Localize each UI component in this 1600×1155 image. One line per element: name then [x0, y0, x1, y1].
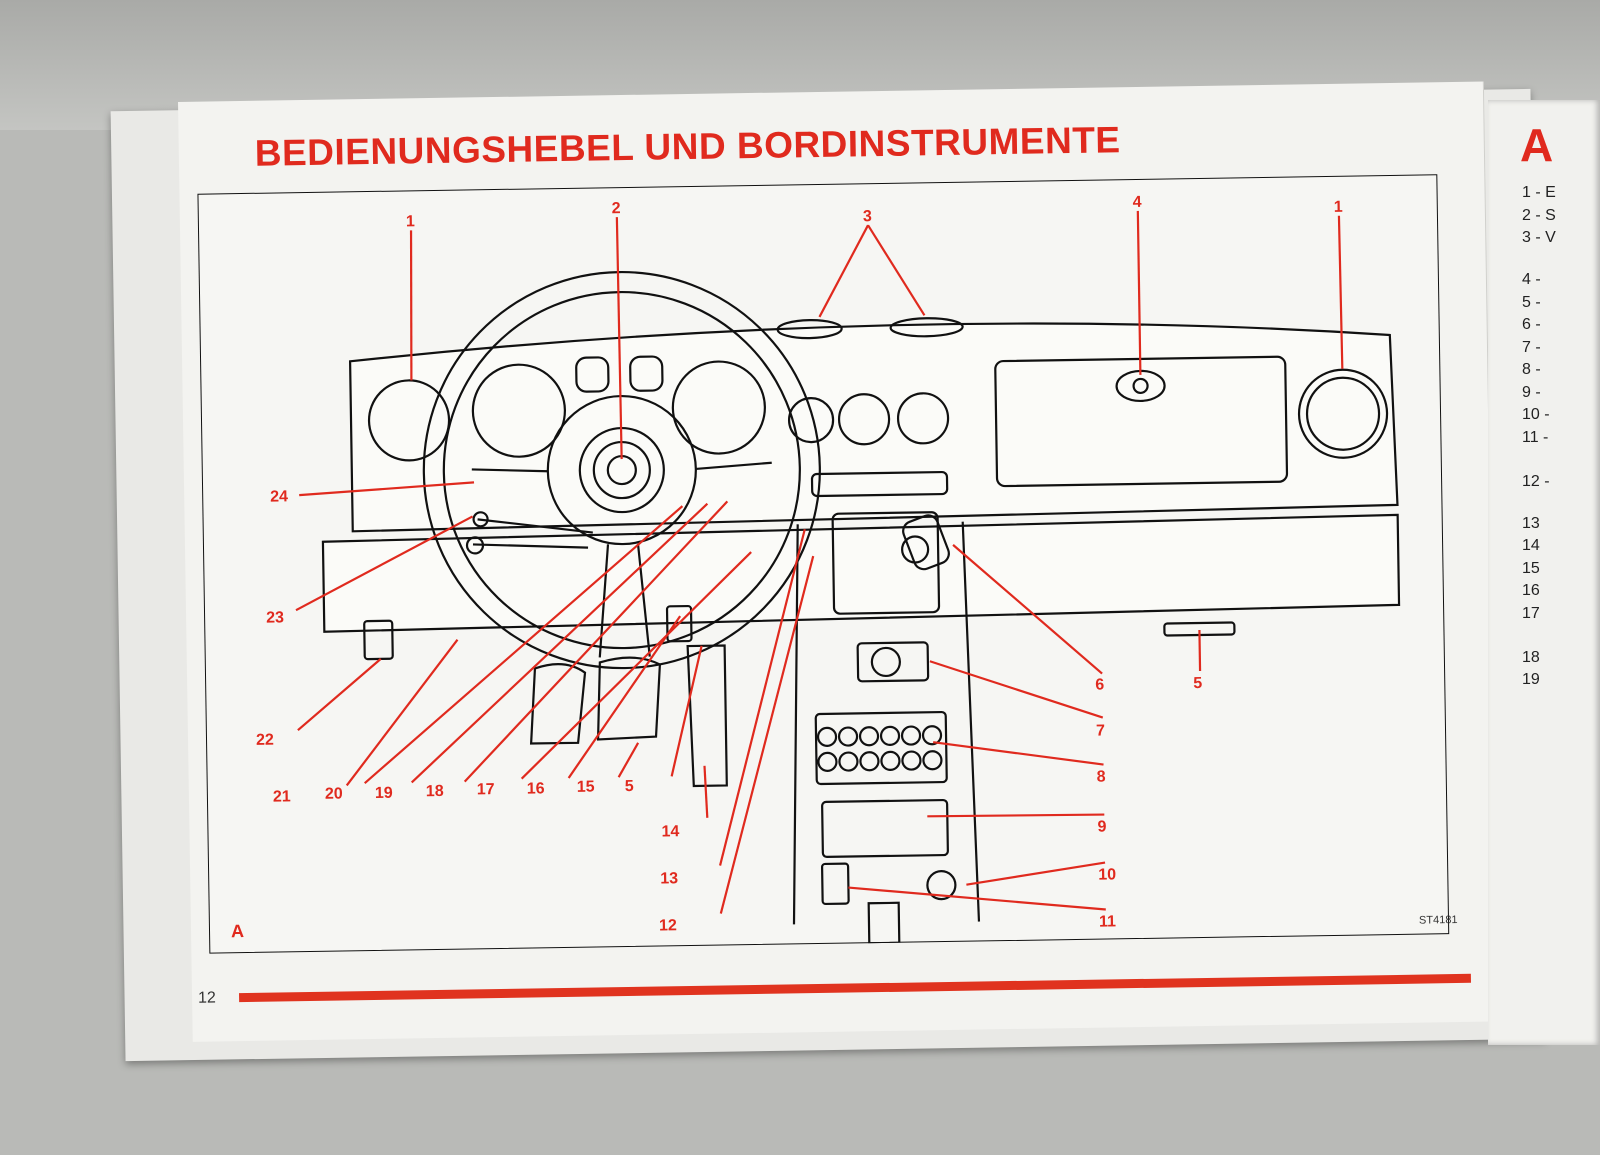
legend-row: 8 - — [1522, 361, 1541, 378]
right-page-legend: 1 - E 2 - S 3 - V 4 - 5 - 6 - 7 - 8 - 9 … — [1522, 184, 1556, 694]
legend-row: 18 — [1522, 648, 1540, 666]
legend-row: 5 - — [1522, 293, 1541, 311]
callout-20: 20 — [325, 785, 343, 802]
legend-row: 9 - — [1522, 383, 1541, 401]
legend-row: 3 - V — [1522, 229, 1556, 246]
callout-1-right: 1 — [1334, 199, 1343, 216]
legend-row: 13 — [1522, 514, 1540, 532]
leader-lines — [295, 210, 1344, 914]
legend-row: 19 — [1522, 671, 1540, 688]
callout-14: 14 — [661, 823, 679, 840]
callout-5-right: 5 — [1193, 675, 1202, 692]
callout-17: 17 — [477, 781, 495, 798]
legend-row: 12 - — [1522, 472, 1550, 490]
callout-labels: 1 2 3 4 1 24 23 22 21 20 19 18 17 16 15 … — [256, 194, 1343, 935]
dashboard-diagram: 1 2 3 4 1 24 23 22 21 20 19 18 17 16 15 … — [197, 174, 1450, 954]
legend-row: 1 - E — [1522, 184, 1556, 201]
callout-18: 18 — [426, 783, 444, 800]
callout-24: 24 — [270, 488, 288, 505]
legend-row: 11 - — [1522, 428, 1549, 446]
page-title: BEDIENUNGSHEBEL UND BORDINSTRUMENTE — [254, 119, 1121, 174]
callout-23: 23 — [266, 609, 284, 626]
callout-1-left: 1 — [406, 213, 415, 230]
callout-3: 3 — [863, 208, 872, 225]
callout-15: 15 — [577, 779, 595, 796]
callout-5-left: 5 — [625, 778, 634, 795]
legend-row: 10 - — [1522, 406, 1550, 423]
right-page-letter: A — [1520, 119, 1554, 171]
callout-6: 6 — [1095, 677, 1104, 694]
callout-7: 7 — [1096, 723, 1105, 740]
legend-row: 7 - — [1522, 338, 1541, 356]
dashboard-drawing — [321, 270, 1401, 945]
callout-11: 11 — [1099, 913, 1116, 930]
callout-12: 12 — [659, 917, 677, 934]
legend-row: 14 — [1522, 537, 1540, 554]
callout-22: 22 — [256, 732, 274, 749]
figure-code: ST4181 — [1418, 914, 1458, 927]
legend-row: 2 - S — [1522, 206, 1556, 224]
footer-red-bar — [239, 973, 1471, 1003]
callout-8: 8 — [1097, 769, 1106, 786]
callout-9: 9 — [1097, 819, 1106, 836]
legend-row: 17 — [1522, 604, 1540, 622]
callout-2: 2 — [612, 200, 621, 217]
callout-13: 13 — [660, 870, 678, 887]
callout-16: 16 — [527, 780, 545, 797]
manual-page-right: A 1 - E 2 - S 3 - V 4 - 5 - 6 - 7 - 8 - … — [1488, 100, 1600, 1045]
page-number: 12 — [197, 989, 217, 1007]
callout-10: 10 — [1098, 866, 1116, 883]
callout-19: 19 — [375, 785, 393, 802]
manual-page-left: BEDIENUNGSHEBEL UND BORDINSTRUMENTE — [178, 81, 1499, 1042]
legend-row: 15 — [1522, 559, 1540, 577]
callout-21: 21 — [273, 788, 291, 805]
callout-4: 4 — [1133, 194, 1142, 211]
legend-row: 4 - — [1522, 271, 1541, 288]
legend-row: 16 — [1522, 582, 1540, 599]
legend-row: 6 - — [1522, 316, 1541, 333]
figure-letter: A — [230, 921, 245, 942]
